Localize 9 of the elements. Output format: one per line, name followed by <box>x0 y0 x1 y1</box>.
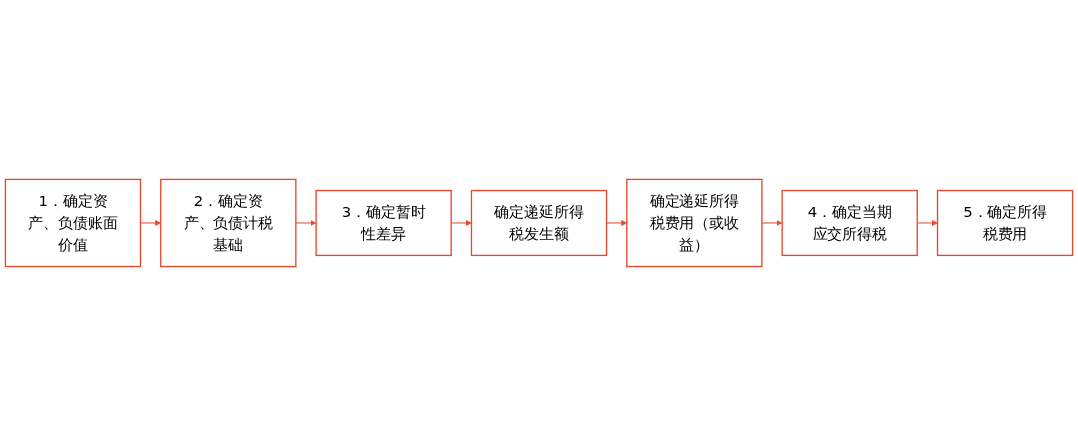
node-box: 4．确定当期应交所得税 <box>781 189 918 256</box>
arrow <box>761 219 783 226</box>
node-box: 3．确定暂时性差异 <box>315 189 452 256</box>
node-box: 5．确定所得税费用 <box>936 189 1074 256</box>
node-box: 2．确定资产、负债计税基础 <box>160 178 297 267</box>
node-box: 确定递延所得税发生额 <box>470 189 608 256</box>
node-box: 1．确定资产、负债账面价值 <box>4 178 142 267</box>
node-box: 确定递延所得税费用（或收益） <box>626 178 763 267</box>
arrow <box>295 219 317 226</box>
